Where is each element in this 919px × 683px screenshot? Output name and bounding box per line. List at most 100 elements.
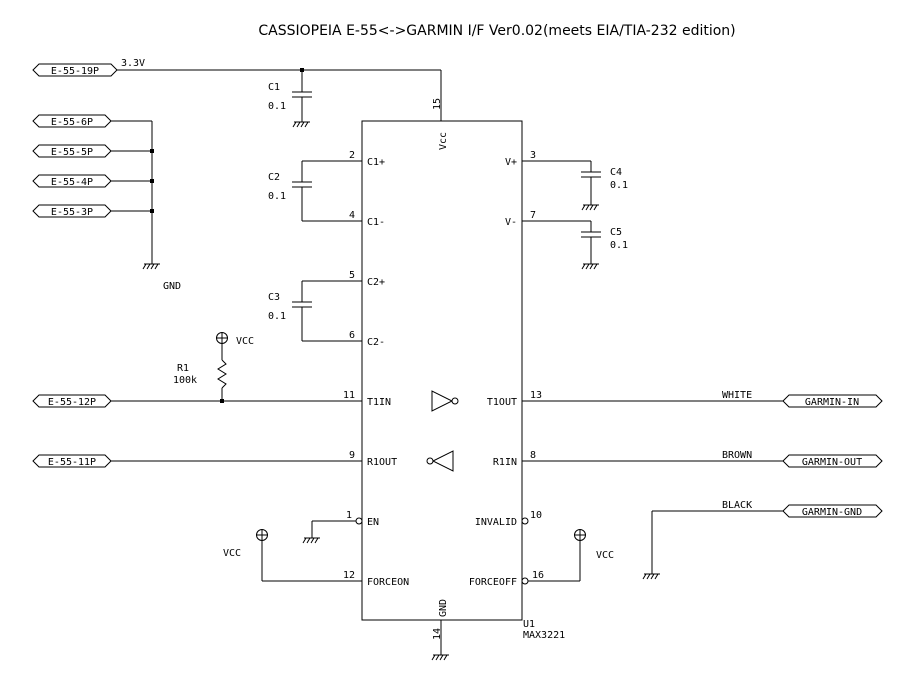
capacitor-c5: C5 0.1: [581, 221, 628, 270]
ic-gnd: [431, 620, 450, 661]
port-e55-12p: E-55-12P: [32, 394, 112, 408]
pin-num: 11: [343, 390, 355, 401]
pin-c2p: 5 C2+: [302, 270, 385, 288]
pin-forceoff: VCC 16 FORCEOFF: [469, 529, 614, 588]
port-label: GARMIN-OUT: [802, 457, 862, 468]
capacitor-c3: C3 0.1: [268, 281, 312, 341]
ic-max3221: Vcc GND 15 14 U1 MAX3221: [361, 98, 565, 641]
c5-ref: C5: [610, 227, 622, 238]
pin-name: C1-: [367, 217, 385, 228]
pin-num: 12: [343, 570, 355, 581]
net-label-brown: BROWN: [722, 450, 752, 461]
c1-ref: C1: [268, 82, 280, 93]
port-label: GARMIN-GND: [802, 507, 862, 518]
r1-ref: R1: [177, 363, 189, 374]
gnd-bus: GND: [111, 120, 181, 292]
pin-num: 10: [530, 510, 542, 521]
pin-num: 1: [346, 510, 352, 521]
pin-c1p: 2 C1+: [302, 150, 385, 168]
net-label-gnd: GND: [163, 281, 181, 292]
c4-value: 0.1: [610, 180, 628, 191]
pin-num: 13: [530, 390, 542, 401]
pin-num: 4: [349, 210, 355, 221]
net-black: BLACK: [642, 500, 783, 580]
pin-invalid: 10 INVALID: [475, 510, 542, 528]
receiver-buffer-r1: [426, 450, 454, 472]
ic-vcc-label: Vcc: [438, 132, 449, 150]
pin-t1out: 13 T1OUT WHITE: [487, 390, 783, 408]
port-e55-3p: E-55-3P: [32, 204, 112, 218]
pin-name: R1IN: [493, 457, 517, 468]
pin-vminus: 7 V-: [505, 210, 591, 228]
net-label-white: WHITE: [722, 390, 752, 401]
port-garmin-in: GARMIN-IN: [782, 394, 883, 408]
pin-name: FORCEOFF: [469, 577, 517, 588]
c3-value: 0.1: [268, 311, 286, 322]
port-label: E-55-5P: [51, 147, 93, 158]
pin-name: FORCEON: [367, 577, 409, 588]
port-e55-11p: E-55-11P: [32, 454, 112, 468]
pin-num: 9: [349, 450, 355, 461]
port-label: E-55-4P: [51, 177, 93, 188]
ic-pin-num: 14: [432, 628, 443, 640]
pin-num: 16: [532, 570, 544, 581]
ic-part: MAX3221: [523, 630, 565, 641]
pin-num: 7: [530, 210, 536, 221]
c1-value: 0.1: [268, 101, 286, 112]
port-label: GARMIN-IN: [805, 397, 859, 408]
pin-name: V+: [505, 157, 517, 168]
pin-vplus: 3 V+: [505, 150, 591, 168]
port-e55-6p: E-55-6P: [32, 114, 112, 128]
port-label: E-55-3P: [51, 207, 93, 218]
pin-name: INVALID: [475, 517, 517, 528]
port-e55-19p: E-55-19P: [32, 63, 118, 77]
port-label: E-55-6P: [51, 117, 93, 128]
pin-name: C2-: [367, 337, 385, 348]
schematic-title: CASSIOPEIA E-55<->GARMIN I/F Ver0.02(mee…: [258, 23, 735, 39]
capacitor-c4: C4 0.1: [581, 161, 628, 211]
vcc-label: VCC: [596, 550, 614, 561]
pin-name: C2+: [367, 277, 385, 288]
port-garmin-out: GARMIN-OUT: [782, 454, 883, 468]
pin-c1m: 4 C1-: [302, 210, 385, 228]
pin-num: 5: [349, 270, 355, 281]
pin-c2m: 6 C2-: [302, 330, 385, 348]
pin-name: T1IN: [367, 397, 391, 408]
pin-r1out: 9 R1OUT: [111, 450, 397, 468]
driver-buffer-t1: [431, 390, 459, 412]
c5-value: 0.1: [610, 240, 628, 251]
c2-value: 0.1: [268, 191, 286, 202]
pin-t1in: 11 T1IN: [111, 390, 391, 408]
ic-gnd-label: GND: [438, 599, 449, 617]
pin-name: T1OUT: [487, 397, 517, 408]
vcc-label: VCC: [236, 336, 254, 347]
pin-num: 3: [530, 150, 536, 161]
c3-ref: C3: [268, 292, 280, 303]
resistor-r1: VCC R1 100k: [173, 332, 254, 401]
pin-name: C1+: [367, 157, 385, 168]
pin-r1in: 8 R1IN BROWN: [493, 450, 783, 468]
port-label: E-55-11P: [48, 457, 96, 468]
pin-num: 6: [349, 330, 355, 341]
vcc-label: VCC: [223, 548, 241, 559]
net-label-black: BLACK: [722, 500, 752, 511]
port-label: E-55-12P: [48, 397, 96, 408]
net-label-3v3: 3.3V: [121, 58, 145, 69]
capacitor-c1: C1 0.1: [268, 70, 312, 128]
ic-pin-num: 15: [432, 98, 443, 110]
pin-num: 8: [530, 450, 536, 461]
ic-ref: U1: [523, 619, 535, 630]
port-e55-5p: E-55-5P: [32, 144, 112, 158]
r1-value: 100k: [173, 375, 197, 386]
port-label: E-55-19P: [51, 66, 99, 77]
pin-forceon: VCC 12 FORCEON: [223, 529, 409, 588]
port-garmin-gnd: GARMIN-GND: [782, 504, 883, 518]
port-e55-4p: E-55-4P: [32, 174, 112, 188]
pin-name: EN: [367, 517, 379, 528]
c2-ref: C2: [268, 172, 280, 183]
pin-name: R1OUT: [367, 457, 397, 468]
pin-name: V-: [505, 217, 517, 228]
pin-en: 1 EN: [302, 510, 379, 544]
capacitor-c2: C2 0.1: [268, 161, 312, 221]
